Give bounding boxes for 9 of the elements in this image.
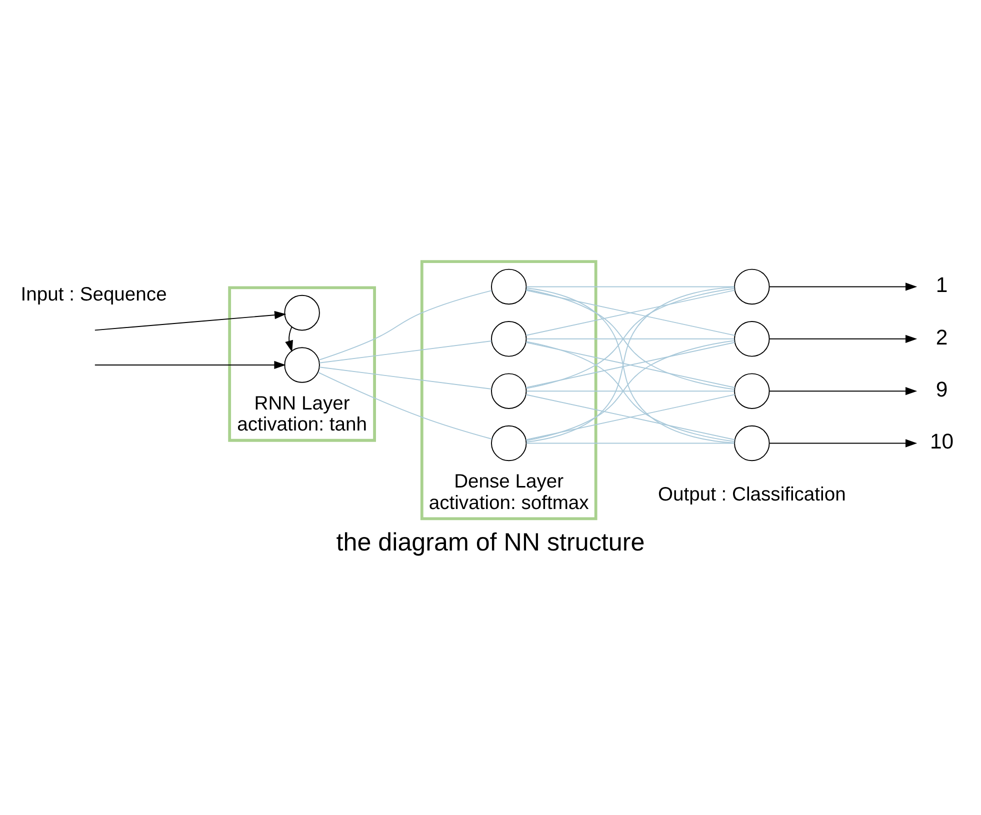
node-label: activation: tanh	[237, 414, 368, 436]
node-text: 9	[936, 377, 948, 401]
caption: the diagram of NN structure	[336, 528, 645, 556]
label: Output : Classification	[658, 484, 846, 505]
node-text: 2	[936, 324, 948, 349]
node-text: 10	[930, 429, 954, 454]
label: Input : Sequence	[20, 284, 167, 305]
node-text: 1	[936, 272, 948, 297]
node-label: activation: softmax	[428, 492, 589, 514]
